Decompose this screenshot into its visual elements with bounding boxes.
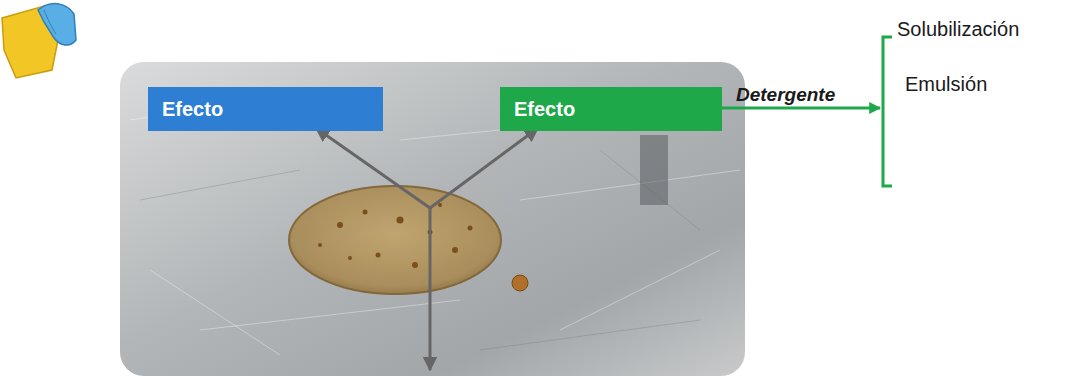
gloved-hand [2, 4, 76, 78]
effect-box: Efecto [500, 87, 722, 131]
bracket [883, 37, 892, 186]
oil-spill [289, 186, 501, 294]
effect-box: Efecto [148, 87, 383, 131]
droplet [512, 275, 528, 291]
background-object [640, 135, 668, 205]
steel-surface [120, 62, 745, 376]
result-text: Solubilización [897, 18, 1019, 41]
arrow-label: Detergente [736, 84, 835, 106]
green-arrow [722, 107, 880, 110]
result-text: Emulsión [905, 73, 987, 96]
box-label: Efecto [514, 98, 575, 121]
box-label: Efecto [162, 98, 223, 121]
scratches-dark [140, 150, 700, 350]
glove [38, 4, 76, 45]
spill-particles [318, 203, 473, 268]
glove-fold [44, 10, 56, 34]
effect-arrows [316, 128, 538, 370]
countertop-photo [120, 62, 745, 376]
